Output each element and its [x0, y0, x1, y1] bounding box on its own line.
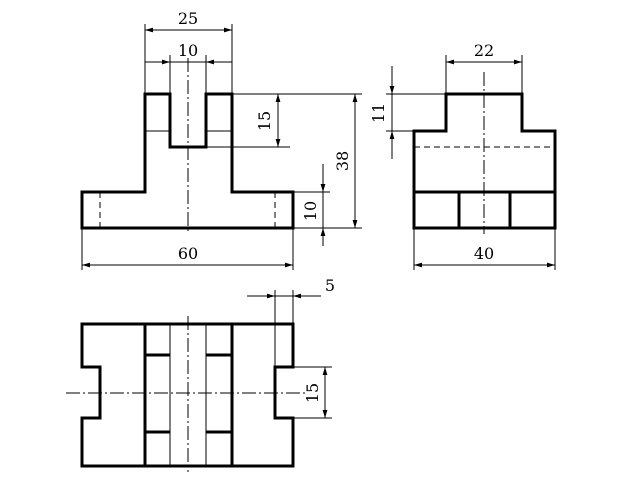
- dim-side-top-width: 22: [474, 41, 494, 60]
- top-view: 5 15: [66, 276, 335, 472]
- dim-top-offset: 5: [325, 276, 335, 295]
- dim-front-total-width: 60: [178, 244, 198, 263]
- dim-front-top-width: 25: [178, 9, 198, 28]
- dim-side-total-width: 40: [474, 244, 494, 263]
- dim-top-notch-width: 15: [303, 383, 322, 403]
- dim-front-base-height: 10: [301, 201, 320, 221]
- dim-front-slot-width: 10: [178, 41, 198, 60]
- dim-front-total-height: 38: [333, 151, 352, 171]
- side-view: 22 11 40: [369, 41, 557, 270]
- dim-side-step-height: 11: [369, 103, 388, 123]
- dim-front-slot-depth: 15: [255, 111, 274, 131]
- front-view: 25 10 15 38 10 60: [80, 9, 362, 270]
